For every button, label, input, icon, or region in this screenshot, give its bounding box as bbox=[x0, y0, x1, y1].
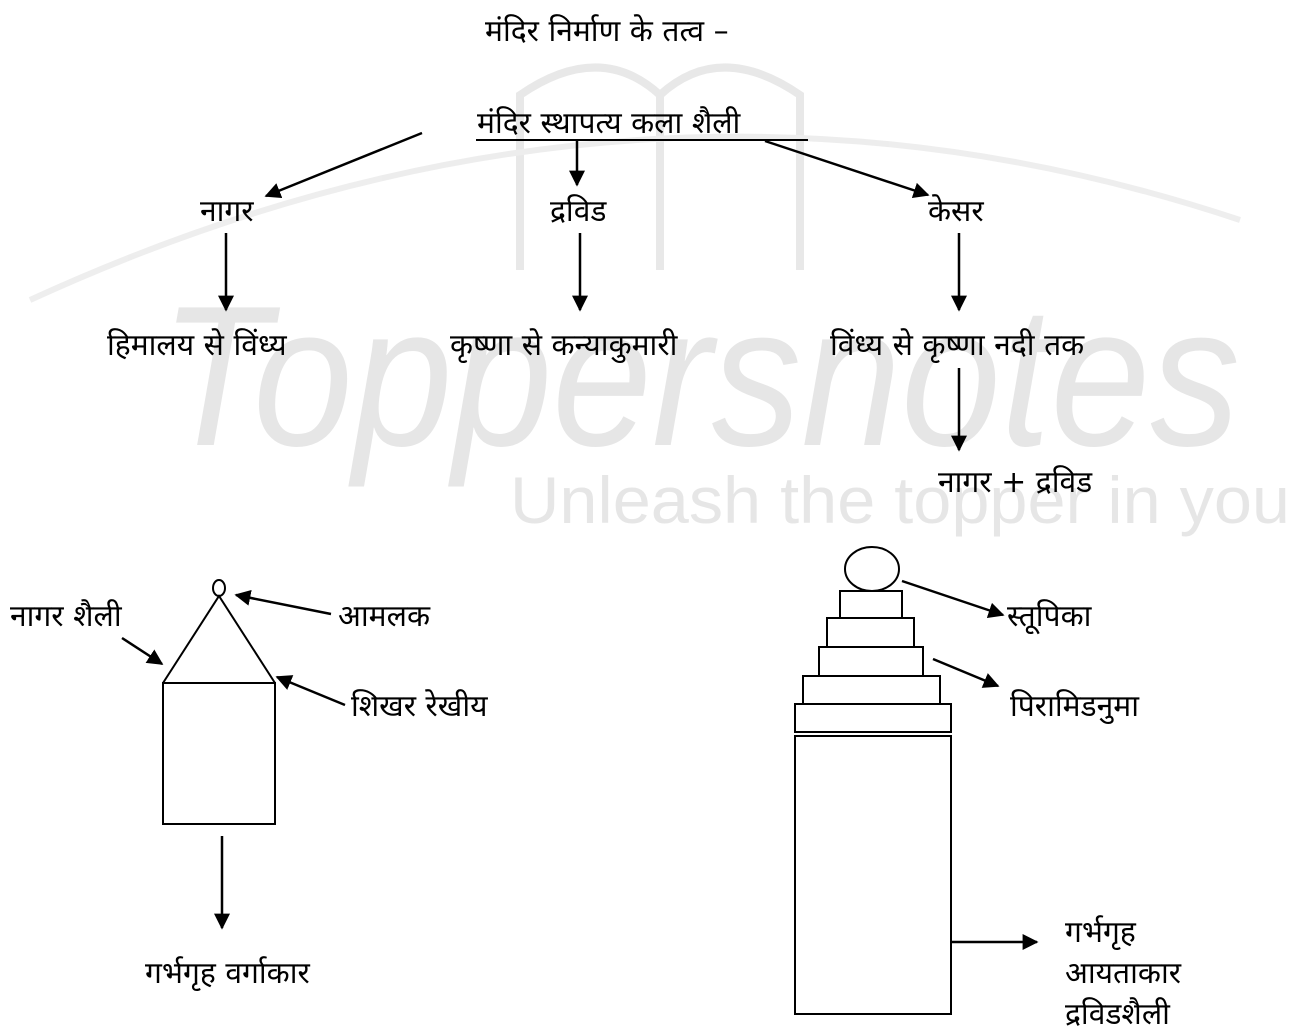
shikhara-label: शिखर रेखीय bbox=[351, 689, 488, 724]
dravida-tier-5 bbox=[794, 703, 952, 733]
nagara-style-label: नागर शैली bbox=[10, 599, 123, 634]
style-name-vesara: केसर bbox=[928, 194, 984, 229]
dravida-garbhagriha-label-1: गर्भगृह bbox=[1065, 915, 1137, 951]
dravida-garbhagriha-shape bbox=[794, 735, 952, 1015]
pyramid-label: पिरामिडनुमा bbox=[1010, 689, 1140, 725]
nagara-amalaka-shape bbox=[212, 579, 226, 597]
nagara-temple-figure bbox=[162, 579, 276, 825]
amalaka-label: आमलक bbox=[338, 599, 431, 634]
arrow-shikhara bbox=[275, 675, 346, 707]
dravida-garbhagriha-label-2: आयताकार bbox=[1065, 956, 1182, 991]
region-nagara: हिमालय से विंध्य bbox=[107, 328, 287, 363]
vesara-combination: नागर + द्रविड bbox=[938, 465, 1093, 500]
watermark: Toppersnotes Unleash the topper in you bbox=[28, 63, 1290, 537]
watermark-book-icon bbox=[516, 63, 804, 270]
dravida-stupika-shape bbox=[844, 546, 900, 592]
style-name-dravida: द्रविड bbox=[550, 194, 607, 229]
dravida-tier-3 bbox=[818, 646, 924, 677]
arrow-pyramid bbox=[932, 657, 1000, 688]
dravida-garbhagriha-label-3: द्रविडशैली bbox=[1065, 997, 1171, 1032]
nagara-shikhara-shape bbox=[162, 594, 276, 684]
nagara-garbhagriha-label: गर्भगृह वर्गाकार bbox=[145, 956, 310, 992]
diagram-heading: मंदिर निर्माण के तत्व – bbox=[485, 14, 729, 49]
arrow-stupika bbox=[901, 579, 1005, 618]
arrow-nagara-style bbox=[121, 636, 164, 666]
arrow-root-to-vesara bbox=[764, 139, 930, 199]
watermark-brand: Toppersnotes bbox=[160, 265, 1240, 488]
dravida-temple-figure bbox=[794, 546, 952, 1015]
region-vesara: विंध्य से कृष्णा नदी तक bbox=[830, 328, 1085, 364]
dravida-tier-1 bbox=[839, 590, 903, 619]
arrow-root-to-nagara bbox=[264, 131, 423, 199]
stupika-label: स्तूपिका bbox=[1007, 599, 1093, 635]
nagara-garbhagriha-shape bbox=[162, 682, 276, 825]
root-label: मंदिर स्थापत्य कला शैली bbox=[477, 106, 742, 141]
style-name-nagara: नागर bbox=[200, 194, 254, 229]
watermark-tagline: Unleash the topper in you bbox=[510, 463, 1290, 537]
region-dravida: कृष्णा से कन्याकुमारी bbox=[450, 328, 679, 364]
dravida-tier-4 bbox=[802, 675, 941, 705]
arrow-amalaka bbox=[234, 589, 332, 616]
dravida-tier-2 bbox=[826, 617, 915, 648]
